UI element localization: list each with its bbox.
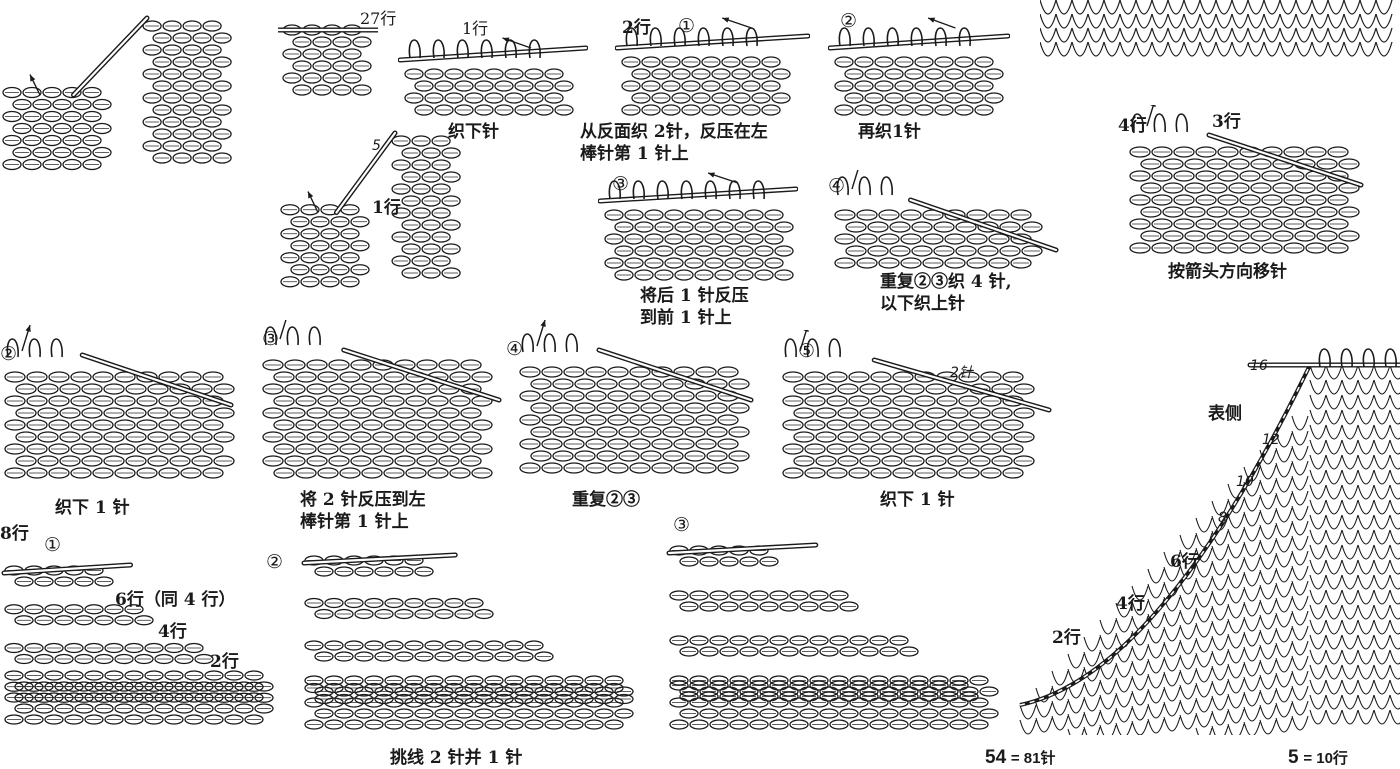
caption-step1-line1: 从反面织 2针，反压在左 — [580, 122, 768, 142]
row-mark-16: 16 — [1250, 358, 1268, 374]
step-marker-r2-3: ③ — [262, 328, 280, 350]
row-count-1b: 1行 — [372, 198, 401, 218]
step-marker-r2-2: ② — [0, 343, 18, 365]
caption-move-stitch: 按箭头方向移针 — [1168, 262, 1287, 282]
row-mark-8: 8 — [1218, 510, 1227, 526]
step-marker-2: ② — [840, 10, 858, 32]
formula-rows: 5 = 10行 — [1288, 747, 1348, 768]
caption-step3-line2: 到前 1 针上 — [640, 308, 732, 328]
row-mark-6: 6行 — [1170, 552, 1199, 572]
knit-diagram-row2-step5 — [778, 330, 1053, 485]
row-count-27: 27行 — [360, 9, 397, 28]
step-marker-r2-5: ⑤ — [798, 340, 816, 362]
row-count-5: 5 — [372, 138, 381, 154]
knit-diagram-bind-step1 — [615, 10, 810, 120]
step-marker-4: ④ — [828, 175, 846, 197]
caption-step3-line1: 将后 1 针反压 — [640, 286, 749, 306]
caption-step4-line2: 以下织上针 — [880, 294, 965, 314]
caption-knit-down: 织下针 — [448, 122, 499, 142]
knit-diagram-move-stitch — [1125, 105, 1365, 260]
row-mark-12: 12 — [1262, 432, 1280, 448]
knit-diagram-bind-step3 — [598, 165, 798, 285]
row-count-2: 2行 — [622, 18, 651, 38]
step-marker-r3-1: ① — [44, 534, 62, 556]
step-marker-r2-4: ④ — [506, 338, 524, 360]
row-count-2b: 2行 — [210, 652, 239, 672]
caption-step4-line1: 重复②③织 4 针, — [880, 272, 1012, 292]
row-count-4: 4行 — [1118, 116, 1147, 136]
knit-diagram-knit-row — [398, 30, 588, 120]
caption-r2-repeat: 重复②③ — [572, 490, 640, 510]
caption-r2-line2: 棒针第 1 针上 — [300, 512, 409, 532]
row-mark-2: 2行 — [1052, 628, 1081, 648]
row-mark-4: 4行 — [1116, 594, 1145, 614]
knit-diagram-bind-step2 — [828, 10, 1010, 120]
row-count-8: 8行 — [0, 524, 29, 544]
row-mark-10: 10 — [1236, 474, 1254, 490]
knit-diagram-5-rows — [278, 125, 473, 300]
caption-step2: 再织1针 — [858, 122, 921, 142]
knit-diagram-row3-step3 — [665, 525, 1000, 735]
note-2-stitches: 2针 — [950, 365, 973, 381]
row-count-6: 6行（同 4 行） — [115, 590, 236, 610]
knit-diagram-27-rows — [278, 10, 378, 110]
caption-r2-line1: 将 2 针反压到左 — [300, 490, 426, 510]
caption-r2-knit1b: 织下 1 针 — [880, 490, 955, 510]
step-marker-r3-2: ② — [266, 551, 284, 573]
knit-diagram-row3-step1 — [0, 545, 290, 730]
step-marker-3: ③ — [612, 173, 630, 195]
knit-diagram-bind-step4 — [830, 170, 1060, 275]
caption-right-side: 表侧 — [1208, 404, 1242, 424]
knit-diagram-shoulder-left — [0, 10, 245, 180]
caption-pick-up: 挑线 2 针并 1 针 — [390, 748, 523, 768]
formula-stitches: 54 = 81针 — [985, 747, 1056, 768]
knit-diagram-row2-step2 — [0, 325, 235, 485]
row-count-1: 1行 — [462, 19, 489, 38]
step-marker-r3-3: ③ — [673, 514, 691, 536]
knit-diagram-top-right — [1040, 0, 1400, 58]
knit-diagram-row2-step4 — [515, 320, 755, 480]
row-count-4b: 4行 — [158, 622, 187, 642]
row-count-3: 3行 — [1212, 112, 1241, 132]
knit-diagram-row3-step2 — [300, 535, 645, 735]
knit-diagram-row2-step3 — [258, 320, 503, 485]
step-marker-1: ① — [678, 15, 696, 37]
caption-step1-line2: 棒针第 1 针上 — [580, 144, 689, 164]
knit-diagram-shaping-result — [1010, 345, 1400, 735]
caption-r2-knit1: 织下 1 针 — [55, 498, 130, 518]
